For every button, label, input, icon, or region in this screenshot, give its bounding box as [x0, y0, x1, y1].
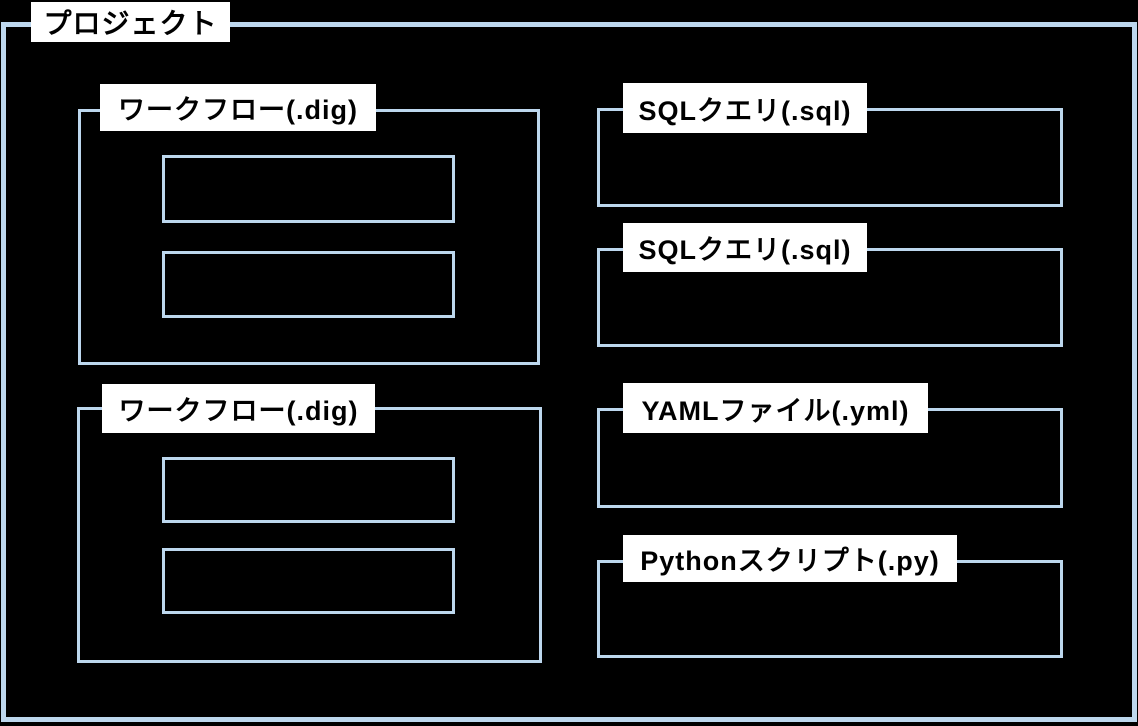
workflow-2-item-box-2	[162, 548, 455, 614]
workflow-2-item-box-1	[162, 457, 455, 523]
python-script-box-label: Pythonスクリプト(.py)	[623, 535, 957, 582]
sql-query-box-2-label: SQLクエリ(.sql)	[623, 223, 867, 272]
workflow-1-item-box-2	[162, 251, 455, 318]
workflow-box-2	[77, 407, 542, 663]
workflow-box-2-label: ワークフロー(.dig)	[102, 384, 375, 433]
sql-query-box-1-label: SQLクエリ(.sql)	[623, 83, 867, 133]
workflow-1-item-box-1	[162, 155, 455, 223]
yaml-file-box-label: YAMLファイル(.yml)	[623, 383, 928, 433]
workflow-box-1	[78, 109, 540, 365]
project-outer-box	[1, 22, 1137, 722]
project-label: プロジェクト	[31, 2, 230, 42]
workflow-box-1-label: ワークフロー(.dig)	[100, 84, 376, 131]
